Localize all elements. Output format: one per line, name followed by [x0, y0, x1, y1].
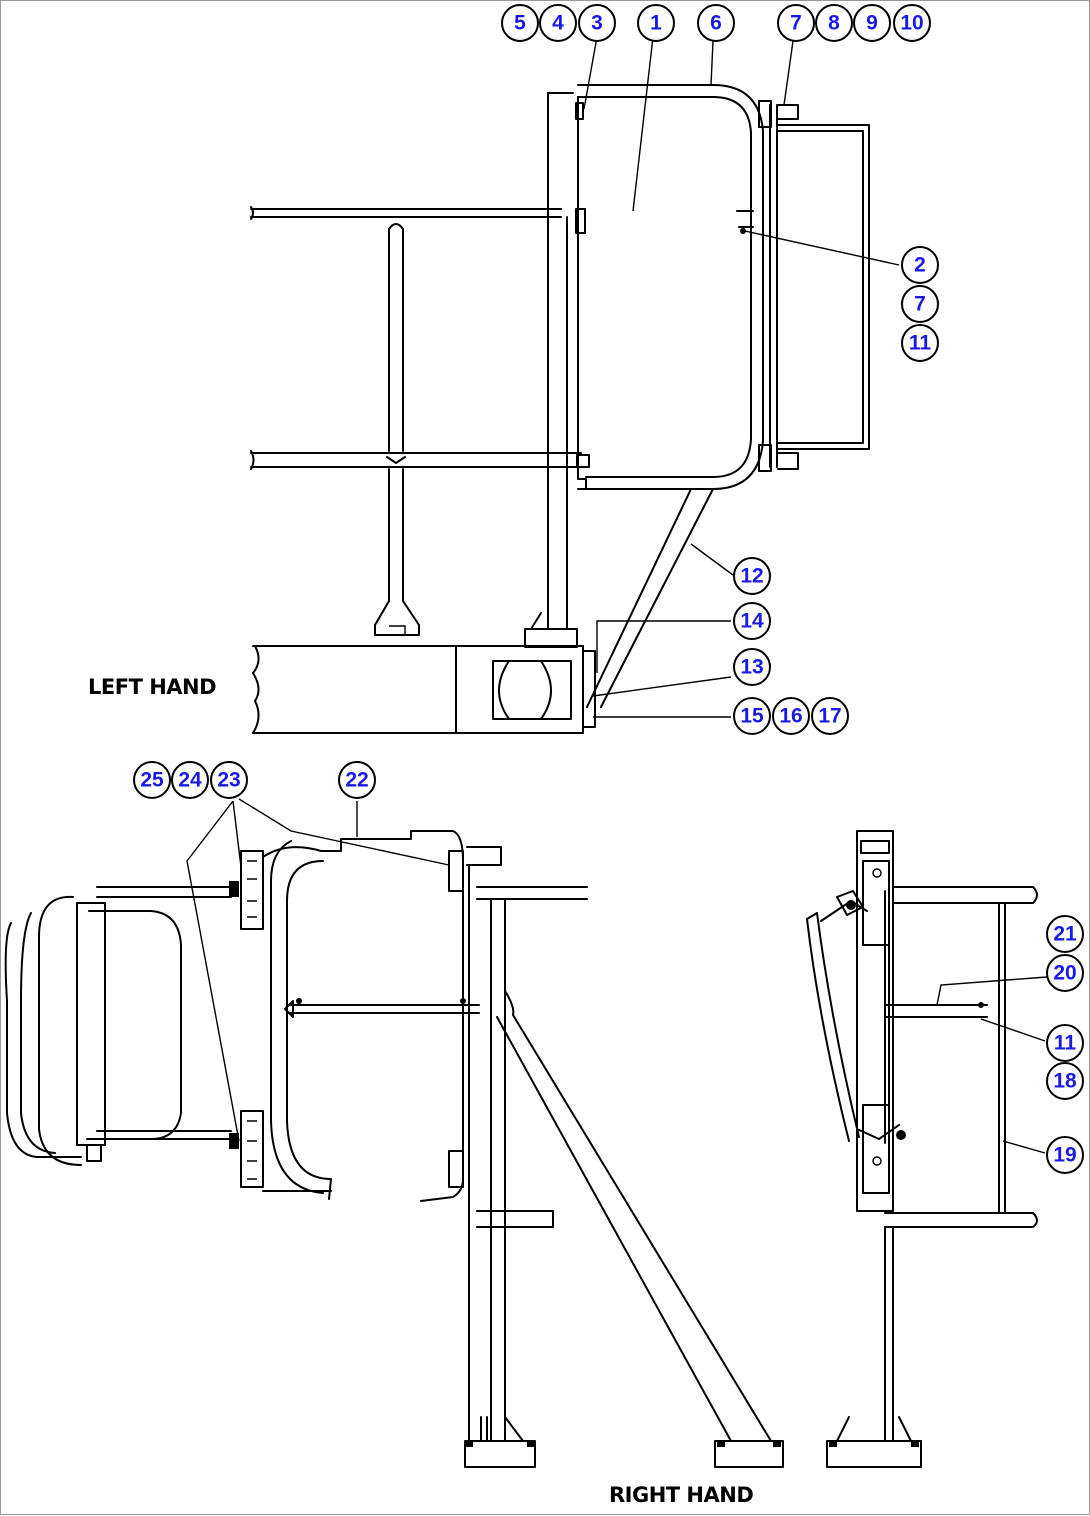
callout-24: 24 — [171, 761, 209, 799]
callout-7-top: 7 — [777, 4, 815, 42]
callout-9-text: 9 — [866, 12, 878, 35]
callout-22-text: 22 — [345, 769, 368, 792]
callout-21-text: 21 — [1053, 923, 1077, 946]
callout-6: 6 — [697, 4, 735, 42]
callout-2: 2 — [901, 246, 939, 284]
callout-14: 14 — [733, 602, 771, 640]
callout-1: 1 — [637, 4, 675, 42]
callout-25: 25 — [133, 761, 171, 799]
callout-11-upper: 11 — [901, 324, 939, 362]
callout-7-side-text: 7 — [914, 293, 926, 316]
callout-14-text: 14 — [740, 610, 764, 633]
left-hand-assembly — [250, 84, 870, 734]
callout-12: 12 — [733, 557, 771, 595]
callout-11-upper-text: 11 — [909, 332, 932, 355]
callout-7-top-text: 7 — [790, 12, 802, 35]
callout-9: 9 — [853, 4, 891, 42]
callout-19-text: 19 — [1053, 1144, 1076, 1167]
callout-6-text: 6 — [710, 12, 722, 35]
callout-3: 3 — [578, 4, 616, 42]
callout-25-text: 25 — [140, 769, 164, 792]
callout-11-lower-text: 11 — [1054, 1032, 1077, 1055]
callout-22: 22 — [338, 761, 376, 799]
callout-16-text: 16 — [779, 705, 802, 728]
callout-8: 8 — [815, 4, 853, 42]
callout-17: 17 — [811, 697, 849, 735]
callout-10-text: 10 — [900, 12, 923, 35]
leader-lines-left — [583, 36, 900, 718]
callout-5-text: 5 — [514, 12, 526, 35]
callout-15: 15 — [733, 697, 771, 735]
leader-lines-center — [186, 798, 450, 1142]
callout-19: 19 — [1046, 1136, 1084, 1174]
leader-lines-right — [936, 976, 1048, 1154]
callout-8-text: 8 — [828, 12, 840, 35]
callout-4-text: 4 — [552, 12, 564, 35]
callout-5: 5 — [501, 4, 539, 42]
right-hand-label: RIGHT HAND — [609, 1483, 754, 1507]
callout-15-text: 15 — [740, 705, 764, 728]
callout-18: 18 — [1046, 1062, 1084, 1100]
callout-23: 23 — [210, 761, 248, 799]
callout-10: 10 — [893, 4, 931, 42]
callout-20: 20 — [1046, 954, 1084, 992]
callout-21: 21 — [1046, 915, 1084, 953]
callout-4: 4 — [539, 4, 577, 42]
callout-20-text: 20 — [1053, 962, 1076, 985]
callout-13-text: 13 — [740, 656, 763, 679]
right-hand-side-assembly — [806, 830, 1038, 1468]
callout-23-text: 23 — [217, 769, 240, 792]
callout-7-side: 7 — [901, 285, 939, 323]
left-hand-label: LEFT HAND — [88, 675, 217, 699]
callout-1-text: 1 — [650, 12, 662, 35]
callout-11-lower: 11 — [1046, 1024, 1084, 1062]
callout-16: 16 — [772, 697, 810, 735]
right-hand-front-assembly — [4, 830, 784, 1468]
callout-24-text: 24 — [178, 769, 202, 792]
callout-13: 13 — [733, 648, 771, 686]
callout-18-text: 18 — [1053, 1070, 1077, 1093]
callout-17-text: 17 — [818, 705, 841, 728]
callout-3-text: 3 — [591, 12, 603, 35]
callout-2-text: 2 — [914, 254, 926, 277]
callout-12-text: 12 — [740, 565, 763, 588]
